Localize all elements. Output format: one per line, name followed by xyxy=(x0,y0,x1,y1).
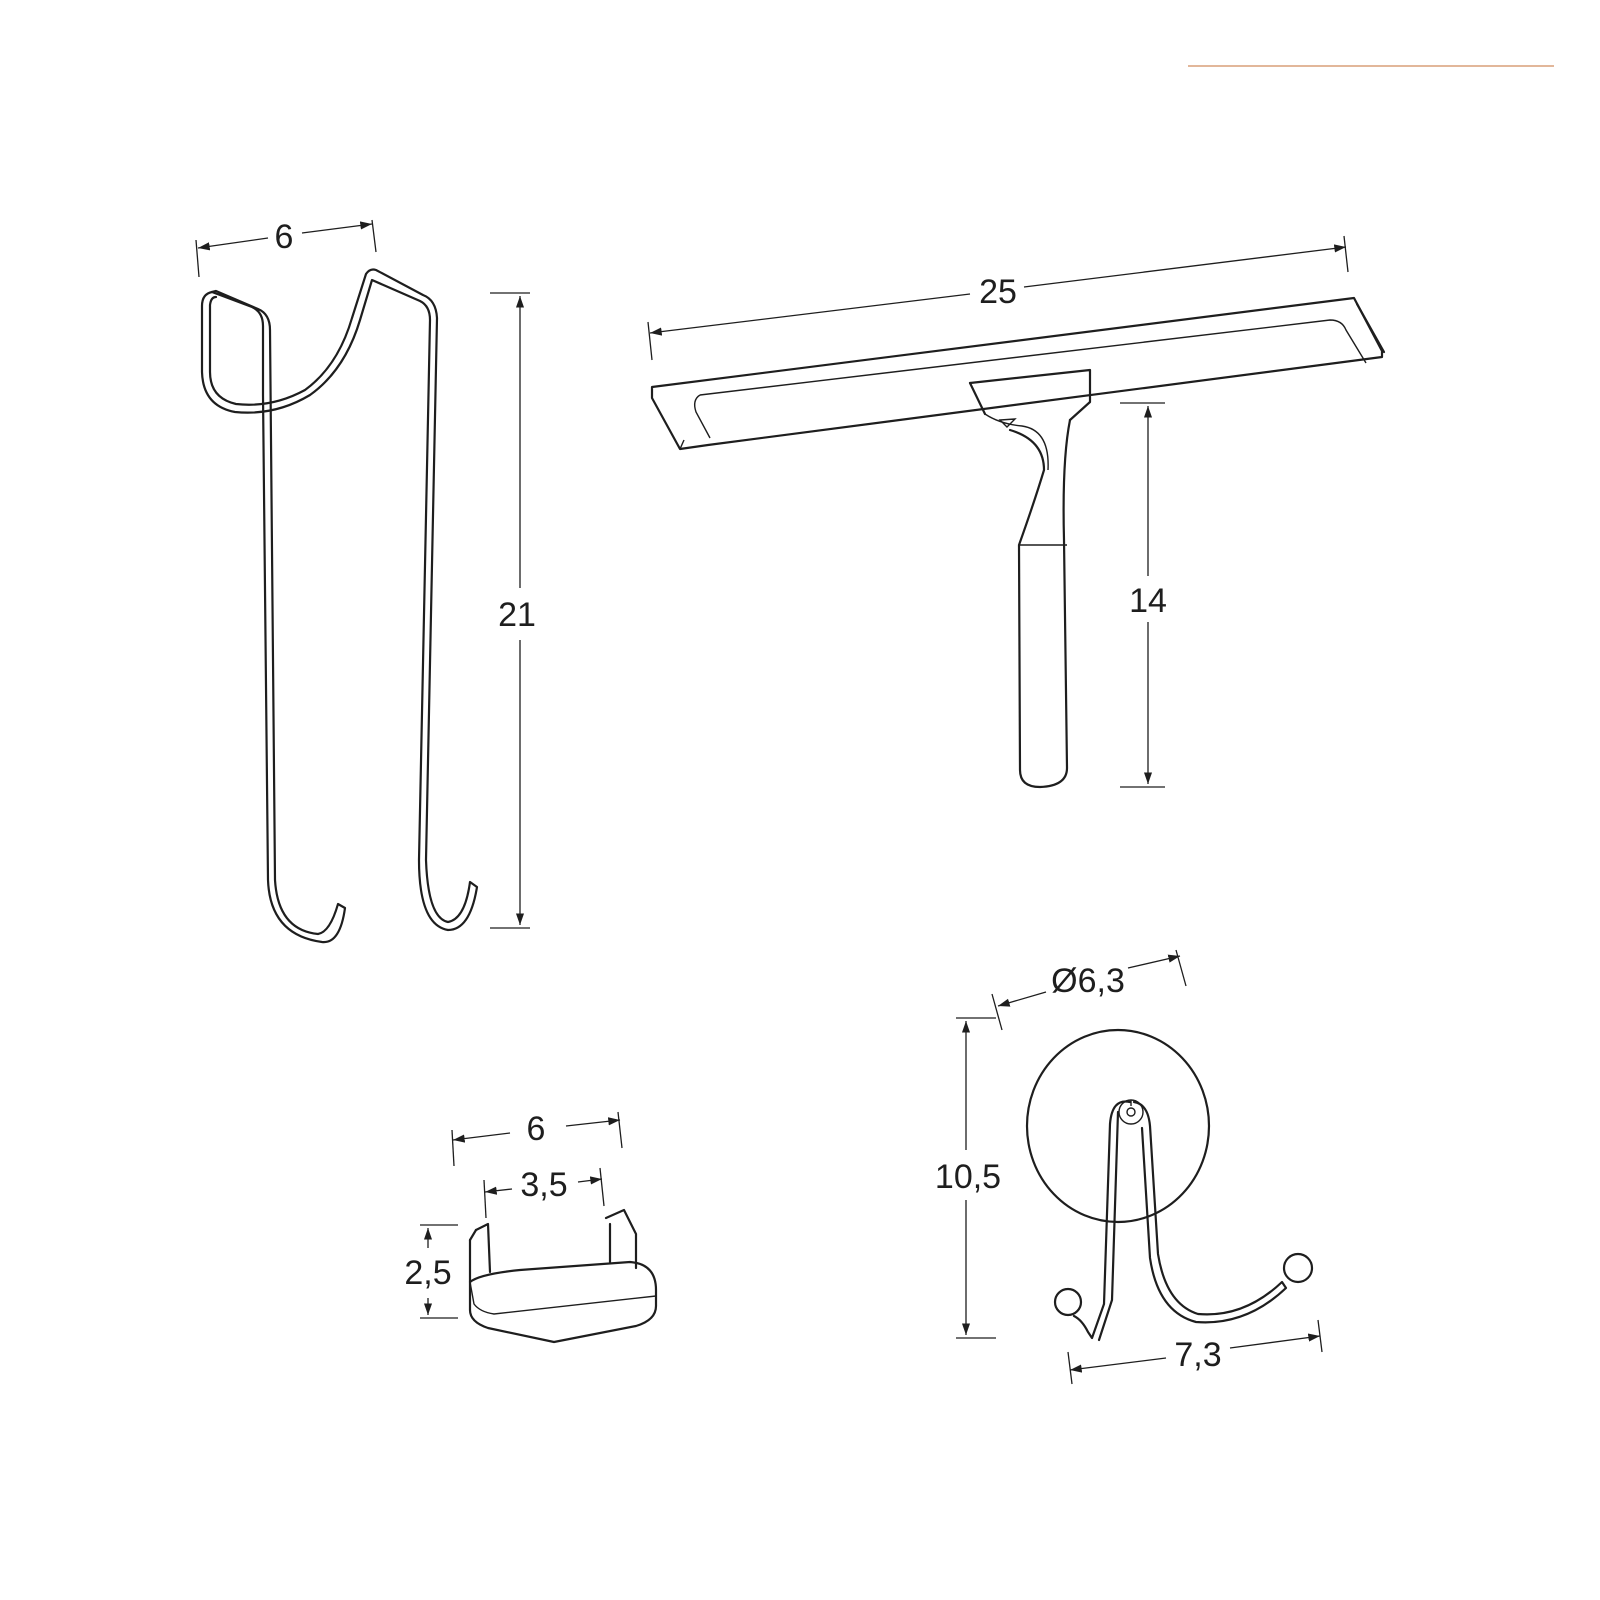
suction-height-dimension: 10,5 xyxy=(935,1017,1001,1339)
suction-diameter-dimension: Ø6,3 xyxy=(991,949,1187,1031)
suction-width-label: 7,3 xyxy=(1174,1336,1221,1374)
suction-cup xyxy=(1025,1028,1211,1224)
clip-inner-width-label: 3,5 xyxy=(520,1166,567,1204)
squeegee-drawing xyxy=(650,296,1386,789)
squeegee-height-dimension: 14 xyxy=(1120,402,1167,788)
squeegee-width-label: 25 xyxy=(979,273,1017,311)
suction-width-dimension: 7,3 xyxy=(1067,1319,1323,1385)
suction-height-label: 10,5 xyxy=(935,1158,1001,1196)
suction-hook-drawing xyxy=(1025,1028,1314,1342)
hook-width-label: 6 xyxy=(275,218,294,256)
clip-drawing xyxy=(468,1208,658,1344)
squeegee-height-label: 14 xyxy=(1129,582,1167,620)
hook-height-label: 21 xyxy=(498,596,536,634)
clip-outer-width-label: 6 xyxy=(527,1110,546,1148)
right-knob xyxy=(1282,1252,1314,1284)
hook-height-dimension: 21 xyxy=(490,292,536,929)
clip-inner-width-dimension: 3,5 xyxy=(483,1166,605,1219)
clip-height-dimension: 2,5 xyxy=(404,1224,458,1319)
suction-diameter-label: Ø6,3 xyxy=(1051,962,1125,1000)
over-door-hook-drawing xyxy=(200,268,479,944)
squeegee-width-dimension: 25 xyxy=(647,235,1349,361)
clip-height-label: 2,5 xyxy=(404,1254,451,1292)
hook-width-dimension: 6 xyxy=(195,218,377,278)
clip-outer-width-dimension: 6 xyxy=(451,1110,623,1167)
left-knob xyxy=(1053,1287,1083,1317)
